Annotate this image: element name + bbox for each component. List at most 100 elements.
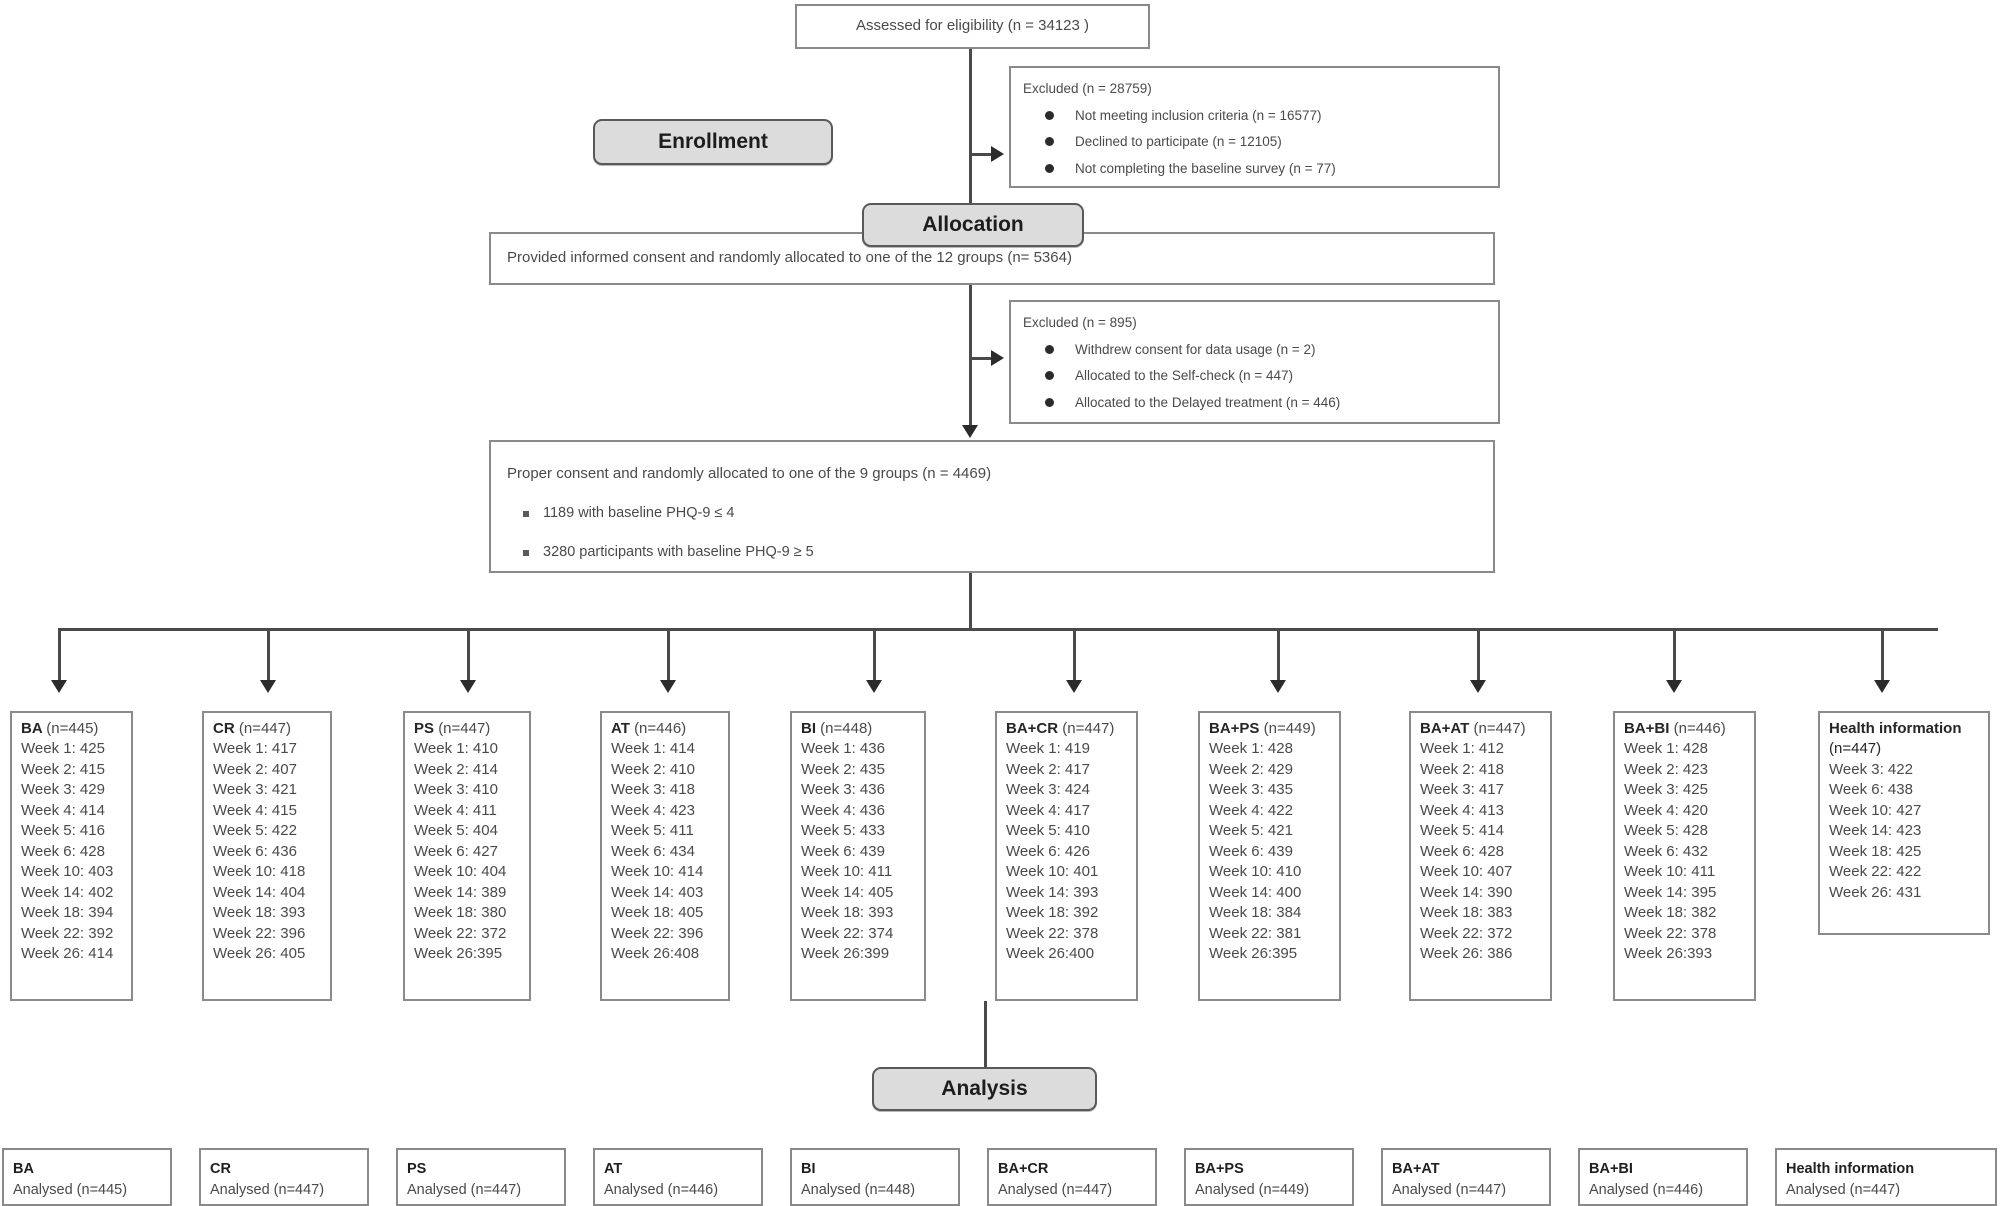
arm-0-week: Week 10: 403: [21, 863, 114, 881]
arm-0-week: Week 5: 416: [21, 822, 105, 840]
arm-7-week: Week 4: 413: [1420, 801, 1504, 819]
drop-line-arm-9: [1881, 628, 1884, 688]
arm-7-name: BA+AT: [1420, 720, 1470, 737]
branch-line-excluded-1: [969, 153, 1001, 156]
arm-4-n: (n=448): [820, 720, 873, 737]
arm-8-week: Week 26:393: [1624, 945, 1713, 963]
arm-7-week: Week 22: 372: [1420, 924, 1513, 942]
analysed-2-name: PS: [407, 1161, 427, 1177]
arm-6-week: Week 2: 429: [1209, 760, 1293, 778]
proper-consent-bullet-0: 1189 with baseline PHQ-9 ≤ 4: [507, 504, 1479, 523]
arm-8-week: Week 2: 423: [1624, 760, 1708, 778]
arm-2-week: Week 10: 404: [414, 863, 507, 881]
excluded-1-bullet-0-text: Not meeting inclusion criteria (n = 1657…: [1075, 107, 1322, 123]
analysed-1-name: CR: [210, 1161, 231, 1177]
stage-allocation: Allocation: [862, 203, 1084, 247]
arm-4-week: Week 18: 393: [801, 904, 894, 922]
arm-3-week: Week 10: 414: [611, 863, 704, 881]
arm-1-name: CR: [213, 720, 235, 737]
arm-7-n: (n=447): [1473, 720, 1526, 737]
arm-7-week: Week 6: 428: [1420, 842, 1504, 860]
arm-6-week: Week 10: 410: [1209, 863, 1302, 881]
analysed-box-ba-bi: BA+BI Analysed (n=446): [1578, 1148, 1748, 1206]
arm-7-week: Week 26: 386: [1420, 945, 1513, 963]
arm-3-week: Week 22: 396: [611, 924, 704, 942]
square-bullet-icon: [507, 543, 543, 562]
arm-1-week: Week 26: 405: [213, 945, 306, 963]
arm-6-week: Week 14: 400: [1209, 883, 1302, 901]
arm-1-week: Week 18: 393: [213, 904, 306, 922]
arm-8-week: Week 4: 420: [1624, 801, 1708, 819]
arm-8-week: Week 22: 378: [1624, 924, 1717, 942]
analysed-box-cr: CR Analysed (n=447): [199, 1148, 369, 1206]
arm-box-at: AT (n=446) Week 1: 414 Week 2: 410 Week …: [600, 711, 730, 1001]
analysed-box-at: AT Analysed (n=446): [593, 1148, 763, 1206]
drop-line-arm-2: [467, 628, 470, 688]
arm-2-week: Week 6: 427: [414, 842, 498, 860]
arm-5-week: Week 14: 393: [1006, 883, 1099, 901]
stage-enrollment-label: Enrollment: [658, 130, 768, 153]
arm-2-week: Week 4: 411: [414, 801, 497, 819]
arm-9-header: Health information: [1829, 719, 1981, 739]
trunk-line-1: [969, 49, 972, 212]
arm-5-week: Week 18: 392: [1006, 904, 1099, 922]
arm-6-week: Week 22: 381: [1209, 924, 1302, 942]
arm-5-week: Week 4: 417: [1006, 801, 1090, 819]
arrow-to-arm-2: [460, 680, 476, 693]
arm-0-week: Week 22: 392: [21, 924, 114, 942]
arm-3-week: Week 4: 423: [611, 801, 695, 819]
analysed-box-ba-ps: BA+PS Analysed (n=449): [1184, 1148, 1354, 1206]
excluded-2-bullet-1-text: Allocated to the Self-check (n = 447): [1075, 368, 1293, 384]
square-bullet-icon: [507, 504, 543, 523]
arm-4-week: Week 10: 411: [801, 863, 893, 881]
arm-0-name: BA: [21, 720, 43, 737]
analysed-1-line: Analysed (n=447): [210, 1182, 325, 1199]
arrow-to-arm-7: [1470, 680, 1486, 693]
analysed-5-line: Analysed (n=447): [998, 1182, 1113, 1199]
arrow-to-excluded-1: [991, 146, 1004, 162]
arrow-to-arm-4: [866, 680, 882, 693]
bullet-dot-icon: [1023, 160, 1075, 178]
excluded-2-bullet-1: Allocated to the Self-check (n = 447): [1023, 367, 1488, 385]
arm-2-week: Week 5: 404: [414, 822, 498, 840]
arm-0-week: Week 1: 425: [21, 740, 105, 758]
informed-consent-label: Provided informed consent and randomly a…: [507, 249, 1072, 267]
arm-4-week: Week 5: 433: [801, 822, 885, 840]
analysed-0-name: BA: [13, 1161, 34, 1177]
drop-line-arm-5: [1073, 628, 1076, 688]
arm-1-week: Week 6: 436: [213, 842, 297, 860]
analysed-8-name: BA+BI: [1589, 1161, 1633, 1177]
arm-5-week: Week 6: 426: [1006, 842, 1090, 860]
arm-7-week: Week 1: 412: [1420, 740, 1504, 758]
arm-9-week: Week 10: 427: [1829, 801, 1922, 819]
assessed-for-eligibility-box: Assessed for eligibility (n = 34123 ): [795, 4, 1150, 49]
arm-5-name: BA+CR: [1006, 720, 1059, 737]
arm-7-week: Week 10: 407: [1420, 863, 1513, 881]
arm-4-week: Week 22: 374: [801, 924, 894, 942]
arm-1-week: Week 4: 415: [213, 801, 297, 819]
bullet-dot-icon: [1023, 133, 1075, 151]
arm-0-week: Week 2: 415: [21, 760, 105, 778]
arm-5-week: Week 2: 417: [1006, 760, 1090, 778]
arm-8-week: Week 18: 382: [1624, 904, 1717, 922]
arm-2-week: Week 2: 414: [414, 760, 498, 778]
arrow-to-arm-0: [51, 680, 67, 693]
arm-8-week: Week 1: 428: [1624, 740, 1708, 758]
arm-6-week: Week 5: 421: [1209, 822, 1293, 840]
arm-5-week: Week 3: 424: [1006, 781, 1090, 799]
arm-4-name: BI: [801, 720, 816, 737]
informed-consent-box: Provided informed consent and randomly a…: [489, 232, 1495, 285]
arm-7-week: Week 18: 383: [1420, 904, 1513, 922]
drop-line-arm-0: [58, 628, 61, 688]
analysed-7-name: BA+AT: [1392, 1161, 1440, 1177]
excluded-1-bullet-0: Not meeting inclusion criteria (n = 1657…: [1023, 107, 1488, 125]
arrow-to-proper-consent: [962, 425, 978, 438]
stage-enrollment: Enrollment: [593, 119, 833, 165]
stage-analysis: Analysis: [872, 1067, 1097, 1111]
arm-3-week: Week 6: 434: [611, 842, 695, 860]
arm-9-n: (n=447): [1829, 740, 1882, 758]
arrow-to-arm-9: [1874, 680, 1890, 693]
arm-6-name: BA+PS: [1209, 720, 1260, 737]
analysed-box-ps: PS Analysed (n=447): [396, 1148, 566, 1206]
arm-4-week: Week 1: 436: [801, 740, 885, 758]
